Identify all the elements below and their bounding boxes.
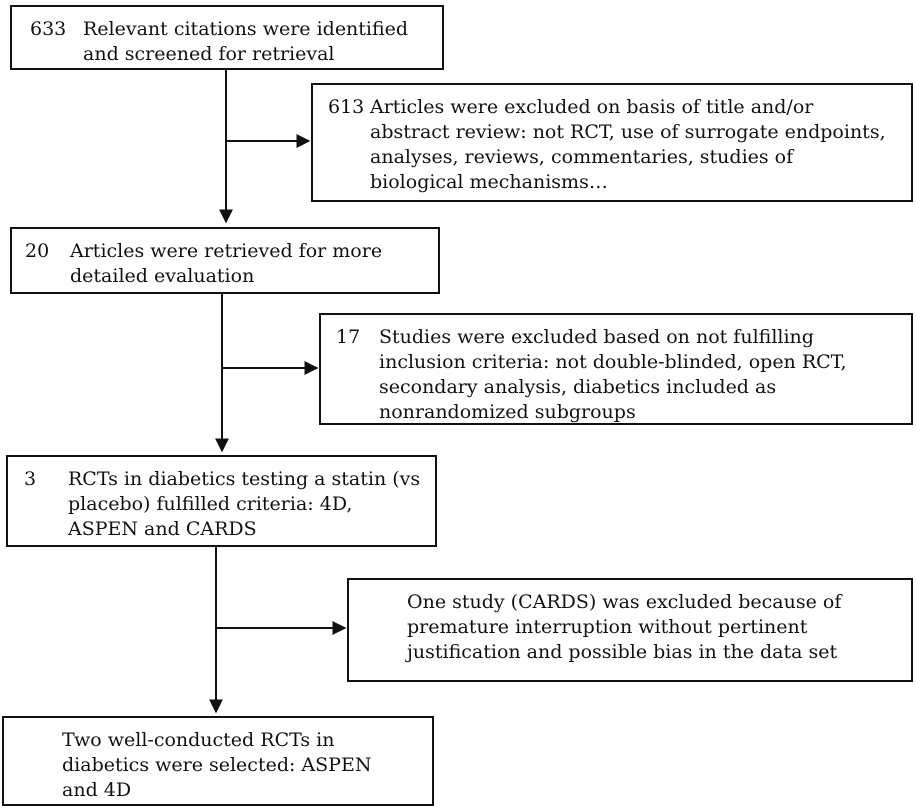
box-excluded-cards: One study (CARDS) was excluded because o… <box>347 578 913 682</box>
box-retrieved-text: Articles were retrieved for more detaile… <box>70 240 383 287</box>
box-excluded-inclusion: 17 Studies were excluded based on not fu… <box>319 313 913 425</box>
box-excluded-inclusion-count: 17 <box>336 326 361 348</box>
box-identified: 633 Relevant citations were identified a… <box>10 5 444 70</box>
box-excluded-title-count: 613 <box>328 96 365 118</box>
box-excluded-title: 613 Articles were excluded on basis of t… <box>311 83 913 202</box>
box-excluded-title-text: Articles were excluded on basis of title… <box>370 96 886 193</box>
box-fulfilled-text: RCTs in diabetics testing a statin (vs p… <box>68 468 421 540</box>
box-retrieved: 20 Articles were retrieved for more deta… <box>10 227 440 294</box>
box-identified-text: Relevant citations were identified and s… <box>83 18 409 65</box>
box-identified-count: 633 <box>30 18 67 40</box>
box-fulfilled: 3 RCTs in diabetics testing a statin (vs… <box>6 455 437 547</box>
box-retrieved-count: 20 <box>25 240 50 262</box>
box-excluded-cards-text: One study (CARDS) was excluded because o… <box>407 591 842 663</box>
box-selected: Two well-conducted RCTs in diabetics wer… <box>2 716 434 806</box>
box-excluded-inclusion-text: Studies were excluded based on not fulfi… <box>379 326 847 423</box>
box-fulfilled-count: 3 <box>24 468 37 490</box>
box-selected-text: Two well-conducted RCTs in diabetics wer… <box>62 729 372 801</box>
